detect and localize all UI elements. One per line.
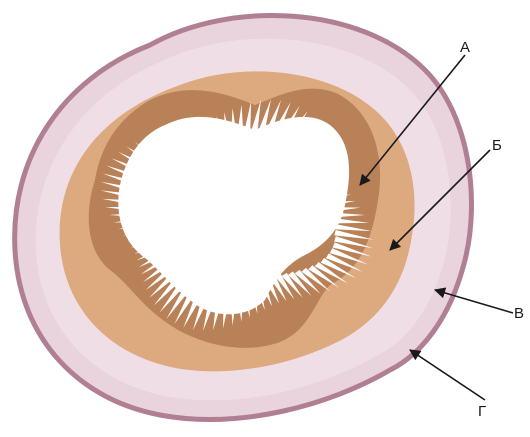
label-v: В <box>514 305 524 322</box>
arrow-g <box>410 350 485 400</box>
label-b: Б <box>492 137 502 154</box>
label-a: А <box>460 39 470 56</box>
label-g: Г <box>478 403 486 420</box>
